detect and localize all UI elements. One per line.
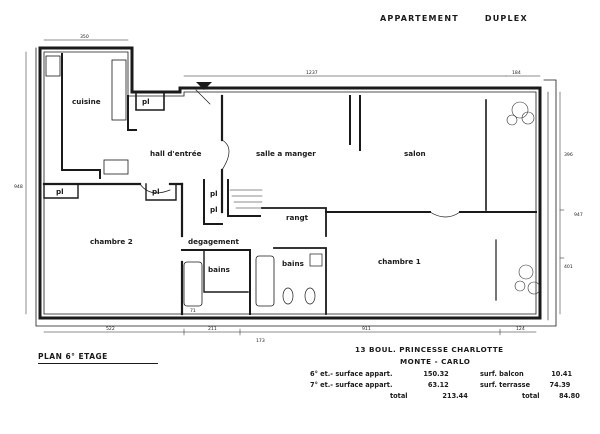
surface-total-value: 213.44	[442, 392, 468, 400]
pl-chambre2-box	[145, 183, 177, 201]
surface-total-label: total	[390, 392, 408, 400]
core-walls	[203, 179, 261, 225]
dim-label-bottom-2: 211	[208, 326, 217, 332]
dim-label-right-1: 396	[564, 152, 573, 158]
plant-6	[514, 280, 526, 292]
terrace-rail	[35, 47, 557, 327]
label-bains2: bains	[282, 259, 304, 268]
entrance-marker	[196, 82, 212, 90]
label-hall: hall d'entrée	[150, 149, 202, 158]
dining-salon-wall	[349, 95, 361, 151]
title-right: DUPLEX	[484, 14, 528, 23]
surface-total2-value: 84.80	[558, 392, 580, 400]
dim-label-bottom-4: 124	[516, 326, 525, 332]
toilet-2	[304, 287, 316, 305]
dim-label-top-right: 184	[512, 70, 521, 76]
label-pl-left: pl	[56, 187, 64, 196]
door-arc-3	[429, 211, 461, 218]
label-pl-hall-2: pl	[210, 205, 218, 214]
surface-row2-label: 7° et.- surface appart.	[310, 381, 393, 389]
bains-divider	[203, 249, 249, 293]
label-pl-hall-1: pl	[210, 189, 218, 198]
address-city: MONTE - CARLO	[400, 357, 471, 366]
pl-left-box	[43, 183, 79, 199]
door-arc-entrance	[195, 89, 211, 105]
surface-terrasse: surf. terrasse 74.39	[480, 381, 570, 389]
label-salon: salon	[404, 149, 426, 158]
dim-label-right-3: 401	[564, 264, 573, 270]
door-arc-2	[139, 183, 171, 194]
outer-wall	[38, 46, 542, 320]
label-salle: salle a manger	[256, 149, 316, 158]
bath-tub-1	[183, 261, 203, 307]
plan-title: APPARTEMENT DUPLEX	[380, 14, 550, 23]
label-chambre2: chambre 2	[90, 237, 133, 246]
kitchen-counter	[111, 59, 127, 121]
dim-label-small-1: 71	[190, 308, 196, 314]
stair	[229, 189, 263, 209]
plant-3	[506, 114, 518, 126]
sink	[103, 159, 129, 175]
dim-ticks	[183, 209, 565, 336]
degagement-lower	[181, 249, 251, 315]
label-bains1: bains	[208, 265, 230, 274]
bath-tub-2	[255, 255, 275, 307]
basin	[309, 253, 323, 267]
surface-balcon: surf. balcon 10.41	[480, 370, 572, 378]
dim-label-small-2: 173	[256, 338, 265, 344]
plant-5	[527, 281, 541, 295]
plant-1	[511, 101, 529, 119]
surface-row1-value: 150.32	[423, 370, 449, 378]
pl-kitchen-box	[135, 91, 165, 111]
plan-label-underline	[38, 363, 158, 364]
surface-total2: total 84.80	[522, 392, 580, 400]
dim-label-bottom-3: 911	[362, 326, 371, 332]
dim-label-top-left: 350	[80, 34, 89, 40]
label-chambre1: chambre 1	[378, 257, 421, 266]
address-street: 13 BOUL. PRINCESSE CHARLOTTE	[355, 345, 504, 354]
inner-outline	[43, 51, 537, 315]
label-pl-chambre2: pl	[152, 187, 160, 196]
plant-2	[521, 111, 535, 125]
dim-label-bottom-1: 522	[106, 326, 115, 332]
kitchen-stove	[45, 55, 61, 77]
surface-row2-value: 63.12	[427, 381, 449, 389]
dim-label-left: 948	[14, 184, 23, 190]
label-cuisine: cuisine	[72, 97, 101, 106]
surface-row1-label: 6° et.- surface appart.	[310, 370, 393, 378]
dim-label-right-2: 947	[574, 212, 583, 218]
kitchen-walls	[61, 53, 137, 179]
toilet-1	[282, 287, 294, 305]
plant-4	[518, 264, 534, 280]
bains2-walls	[273, 247, 327, 315]
surface-terrasse-value: 74.39	[549, 381, 571, 389]
surface-terrasse-label: surf. terrasse	[480, 381, 531, 389]
title-left: APPARTEMENT	[380, 14, 459, 23]
dim-label-top-mid: 1237	[306, 70, 318, 76]
label-pl-kitchen: pl	[142, 97, 150, 106]
label-degagement: degagement	[188, 237, 240, 246]
door-arc-1	[221, 139, 230, 171]
surface-total: total 213.44	[390, 392, 468, 400]
plan-label: PLAN 6° ETAGE	[38, 352, 158, 364]
surface-total2-label: total	[522, 392, 540, 400]
plan-label-text: PLAN 6° ETAGE	[38, 352, 108, 361]
surface-row2: 7° et.- surface appart. 63.12	[310, 381, 449, 389]
surface-balcon-label: surf. balcon	[480, 370, 524, 378]
surface-row1: 6° et.- surface appart. 150.32	[310, 370, 449, 378]
surface-balcon-value: 10.41	[551, 370, 573, 378]
label-rangt: rangt	[286, 213, 309, 222]
